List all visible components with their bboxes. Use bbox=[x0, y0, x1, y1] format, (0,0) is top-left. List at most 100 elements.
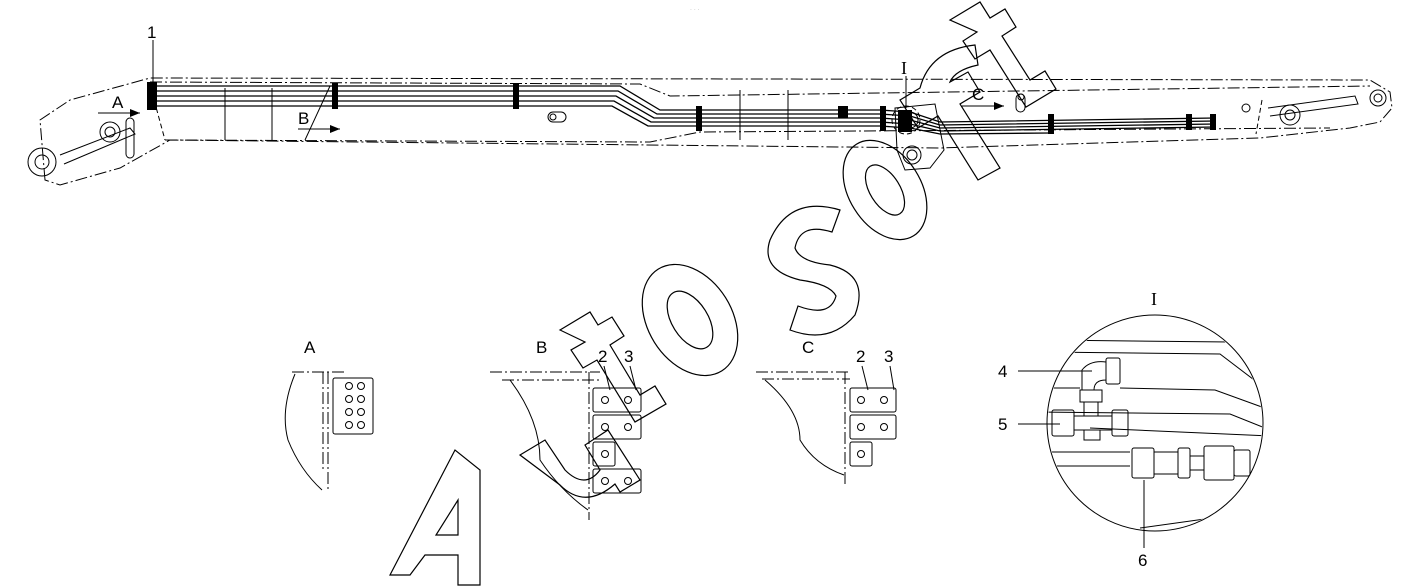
detail-i-title: I bbox=[1151, 289, 1157, 309]
view-c-arrowhead bbox=[994, 102, 1004, 110]
clamp-block bbox=[592, 414, 642, 440]
left-bolt bbox=[125, 117, 135, 159]
elbow-fitting-body bbox=[1081, 361, 1107, 391]
elbow-nut bbox=[1079, 389, 1103, 403]
clamp-hole bbox=[624, 423, 632, 431]
detail-i: I bbox=[998, 289, 1264, 570]
pipe bbox=[1119, 387, 1262, 411]
left-boss bbox=[99, 121, 121, 143]
union-nut bbox=[1177, 447, 1191, 479]
clamp-hole bbox=[624, 477, 632, 485]
detail-circle bbox=[1046, 314, 1264, 532]
pipe bbox=[1048, 411, 1262, 431]
union-body bbox=[1153, 451, 1179, 475]
clamp-hole bbox=[345, 408, 353, 416]
clamp-hole bbox=[857, 396, 865, 404]
left-lug bbox=[59, 127, 136, 165]
pipe-clamp bbox=[838, 106, 848, 118]
slot-hole bbox=[547, 111, 567, 123]
union-end bbox=[1233, 449, 1251, 477]
clamp-hole bbox=[880, 423, 888, 431]
part-label-1: 1 bbox=[147, 23, 156, 42]
watermark-letter bbox=[899, 44, 1001, 181]
clamp-hole bbox=[624, 396, 632, 404]
view-a-profile bbox=[284, 373, 323, 491]
clamp-hole bbox=[601, 423, 609, 431]
clamp-block bbox=[849, 441, 873, 467]
view-b-part-2: 2 bbox=[598, 347, 607, 366]
view-a-title: A bbox=[304, 338, 316, 357]
view-b-label: B bbox=[298, 109, 309, 128]
elbow-fitting bbox=[1105, 357, 1121, 385]
right-boss bbox=[1279, 104, 1301, 126]
right-end-hidden bbox=[1255, 99, 1263, 135]
pipe-bundle bbox=[150, 85, 1216, 135]
view-c-clamps bbox=[849, 387, 897, 467]
boom-left-pin bbox=[27, 147, 57, 177]
clamp-hole bbox=[357, 421, 365, 429]
view-b-title: B bbox=[536, 338, 547, 357]
clamp-block bbox=[849, 414, 897, 440]
view-b: B 2 3 bbox=[490, 338, 642, 520]
watermark-letter bbox=[842, 139, 928, 241]
watermark-letter bbox=[518, 429, 641, 498]
pipe-clamp bbox=[898, 110, 912, 132]
view-a-holes bbox=[345, 382, 365, 429]
watermark-letter bbox=[948, 1, 1057, 108]
boom-outline-inner bbox=[149, 81, 1371, 97]
view-c-part-3: 3 bbox=[884, 347, 893, 366]
part-label-4: 4 bbox=[998, 362, 1007, 381]
view-c-label: C bbox=[972, 85, 984, 104]
clamp-block bbox=[592, 387, 642, 413]
pipe-clamp bbox=[332, 83, 338, 109]
tee-stem bbox=[1083, 429, 1101, 441]
boom-assembly: 1 A B I C bbox=[27, 23, 1393, 186]
slot-hole-dot bbox=[549, 113, 557, 121]
watermark-letter bbox=[864, 164, 906, 216]
boom-outline-lower bbox=[164, 127, 1331, 143]
pipe bbox=[150, 105, 1051, 135]
view-c-profile bbox=[764, 379, 845, 476]
boom-outline-top bbox=[39, 77, 1393, 186]
clamp-hole bbox=[601, 450, 609, 458]
view-a-arrowhead bbox=[130, 109, 140, 117]
view-a: A bbox=[284, 338, 374, 491]
boom-right-pin bbox=[1369, 89, 1387, 107]
clamp-hole bbox=[357, 395, 365, 403]
watermark-letter bbox=[666, 290, 714, 350]
pipe-clamp bbox=[1048, 114, 1054, 134]
right-small-bolt bbox=[1241, 103, 1251, 113]
watermark-letter bbox=[558, 311, 667, 423]
clamp-hole bbox=[345, 382, 353, 390]
watermark-letter bbox=[641, 263, 739, 377]
tee-nut-right bbox=[1111, 409, 1129, 437]
leader-b bbox=[304, 85, 331, 141]
leader bbox=[861, 365, 869, 391]
boom-right-pin-inner bbox=[1373, 93, 1383, 103]
pipe-clamp bbox=[1210, 114, 1216, 130]
clamp-block bbox=[849, 387, 897, 413]
boom-left-pin-inner bbox=[34, 154, 50, 170]
autosoft-watermark bbox=[389, 1, 1057, 586]
clamp-hole bbox=[601, 477, 609, 485]
pipe-clamp bbox=[513, 83, 519, 109]
view-b-part-3: 3 bbox=[624, 347, 633, 366]
clamp-hole bbox=[345, 395, 353, 403]
union-nut bbox=[1131, 447, 1155, 479]
tee-nut-left bbox=[1051, 409, 1075, 437]
clamp-hole bbox=[857, 450, 865, 458]
watermark-letter bbox=[767, 205, 860, 336]
view-b-profile bbox=[509, 379, 589, 511]
clamp-hole bbox=[357, 408, 365, 416]
clamp-hole bbox=[357, 382, 365, 390]
right-boss-inner bbox=[1284, 109, 1296, 121]
view-a-clamp-block bbox=[332, 377, 374, 435]
right-lug bbox=[1267, 95, 1359, 117]
leader bbox=[889, 365, 895, 391]
detail-i-callout bbox=[891, 105, 921, 135]
faint-mark: · · · bbox=[690, 7, 700, 14]
view-c: C 2 3 bbox=[756, 338, 897, 485]
view-c-title: C bbox=[802, 338, 814, 357]
view-b-arrowhead bbox=[330, 125, 340, 133]
